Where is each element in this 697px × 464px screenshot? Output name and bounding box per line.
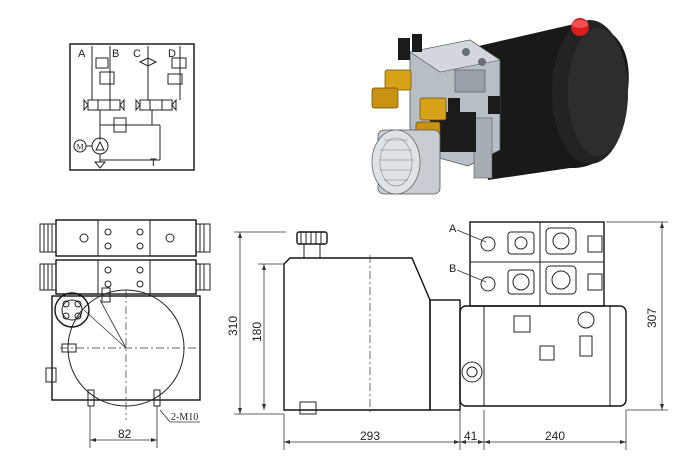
port-a-label: A	[78, 48, 86, 60]
front-view: 82 2-M10	[39, 219, 211, 448]
mount-callout: 2-M10	[171, 412, 198, 423]
cartridge-1	[398, 38, 410, 60]
pressure-fitting	[54, 292, 90, 328]
side-port-a-label: A	[449, 223, 457, 235]
dim-height-total: 310	[226, 316, 240, 336]
solenoid-valve-1	[384, 69, 412, 91]
valve-block-right	[139, 99, 173, 111]
dim-height-tank: 180	[250, 322, 264, 342]
pump-housing	[429, 299, 461, 411]
front-valve-bottom	[55, 259, 197, 295]
dim-front-width: 82	[118, 427, 132, 441]
dim-len-tank: 293	[360, 429, 380, 443]
solenoid-valve-3	[419, 97, 447, 121]
dim-len-gap: 41	[464, 429, 478, 443]
port-b-label: B	[112, 48, 119, 60]
side-view: A B 310 180 307 293	[226, 221, 668, 450]
dim-len-motor: 240	[545, 429, 565, 443]
motor-label: M	[77, 143, 84, 152]
port-d-label: D	[168, 48, 176, 60]
oil-tank	[283, 257, 431, 411]
filter-symbol	[93, 161, 107, 169]
solenoid-valve-2	[371, 87, 399, 109]
side-motor-body	[459, 305, 627, 407]
hydraulic-schematic: A B C D M	[69, 43, 195, 171]
side-valve-manifold	[469, 221, 605, 307]
relief-valve	[113, 117, 127, 133]
tank-label: T	[150, 157, 157, 169]
power-unit-render	[371, 18, 629, 195]
pump-symbol	[91, 137, 109, 155]
front-valve-top	[55, 219, 197, 257]
side-port-b-label: B	[449, 263, 456, 275]
dim-side-height: 307	[645, 308, 659, 328]
schematic-frame	[69, 43, 195, 171]
port-c-label: C	[133, 48, 141, 60]
valve-block-left	[87, 99, 121, 111]
